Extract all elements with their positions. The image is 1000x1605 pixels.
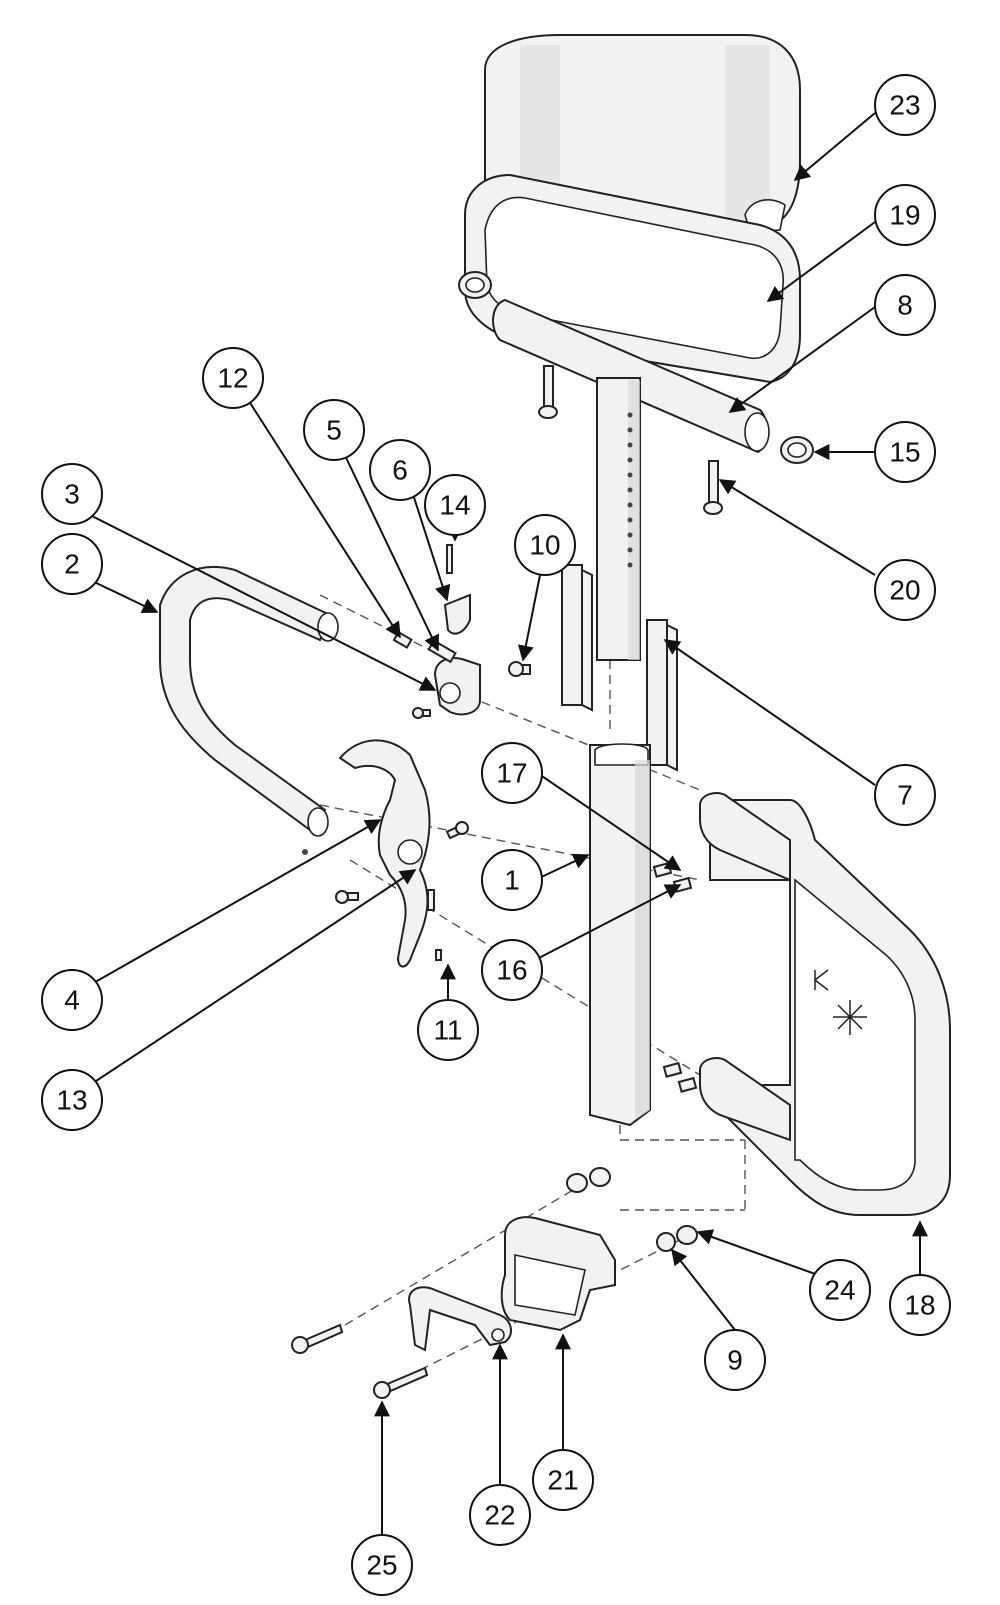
callout-13: 13 xyxy=(41,1069,103,1131)
callout-19-label: 19 xyxy=(889,200,920,231)
callout-25-label: 25 xyxy=(366,1550,397,1581)
callout-21: 21 xyxy=(532,1449,594,1511)
callout-8-label: 8 xyxy=(897,290,913,321)
callout-2: 2 xyxy=(41,533,103,595)
leader-lines xyxy=(89,112,928,1535)
spacer-strips xyxy=(561,564,678,772)
armrest-post xyxy=(596,377,641,661)
callout-9-label: 9 xyxy=(727,1345,743,1376)
callout-24: 24 xyxy=(809,1259,871,1321)
callout-14: 14 xyxy=(424,474,486,536)
callout-2-label: 2 xyxy=(64,549,80,580)
pins xyxy=(652,861,698,1093)
callout-1: 1 xyxy=(481,849,543,911)
callout-15-label: 15 xyxy=(889,437,920,468)
callout-25: 25 xyxy=(351,1534,413,1596)
callout-3-label: 3 xyxy=(64,479,80,510)
latch-collar xyxy=(392,544,531,719)
callout-11-label: 11 xyxy=(433,1015,462,1046)
callout-21-label: 21 xyxy=(547,1465,578,1496)
callout-7-label: 7 xyxy=(897,780,913,811)
screws xyxy=(538,365,723,515)
callout-12: 12 xyxy=(202,347,264,409)
mount-bracket xyxy=(291,1167,698,1399)
callout-23: 23 xyxy=(874,74,936,136)
callout-12-label: 12 xyxy=(217,363,248,394)
callout-23-label: 23 xyxy=(889,90,920,121)
callout-13-label: 13 xyxy=(56,1085,87,1116)
callout-19: 19 xyxy=(874,184,936,246)
callout-24-label: 24 xyxy=(824,1275,855,1306)
logo-mark-icon xyxy=(814,969,867,1035)
side-guard xyxy=(699,792,951,1216)
callout-17-label: 17 xyxy=(496,758,527,789)
callout-5-label: 5 xyxy=(326,415,342,446)
callout-1-label: 1 xyxy=(504,865,520,896)
callout-8: 8 xyxy=(874,274,936,336)
callout-6-label: 6 xyxy=(392,455,408,486)
callout-7: 7 xyxy=(874,764,936,826)
callout-14-label: 14 xyxy=(439,490,470,521)
callout-10-label: 10 xyxy=(529,530,560,561)
callout-20-label: 20 xyxy=(889,575,920,606)
callout-15: 15 xyxy=(874,421,936,483)
armpad-cover xyxy=(484,34,801,233)
callout-16-label: 16 xyxy=(496,955,527,986)
callout-11: 11 xyxy=(417,999,479,1061)
callout-20: 20 xyxy=(874,559,936,621)
armrest-receiver xyxy=(589,743,651,1127)
callout-10: 10 xyxy=(514,514,576,576)
arm-handle-tube xyxy=(159,565,339,855)
release-lever xyxy=(335,739,469,968)
callout-17: 17 xyxy=(481,742,543,804)
callouts: 23 19 8 15 20 12 5 6 14 3 2 10 7 17 1 16… xyxy=(41,74,951,1596)
callout-9: 9 xyxy=(704,1329,766,1391)
callout-16: 16 xyxy=(481,939,543,1001)
callout-3: 3 xyxy=(41,463,103,525)
armrest-tube xyxy=(458,271,814,464)
callout-18: 18 xyxy=(889,1274,951,1336)
callout-4: 4 xyxy=(41,969,103,1031)
callout-18-label: 18 xyxy=(904,1290,935,1321)
callout-6: 6 xyxy=(369,439,431,501)
callout-4-label: 4 xyxy=(64,985,80,1016)
callout-5: 5 xyxy=(303,399,365,461)
callout-22-label: 22 xyxy=(484,1500,515,1531)
callout-22: 22 xyxy=(469,1484,531,1546)
